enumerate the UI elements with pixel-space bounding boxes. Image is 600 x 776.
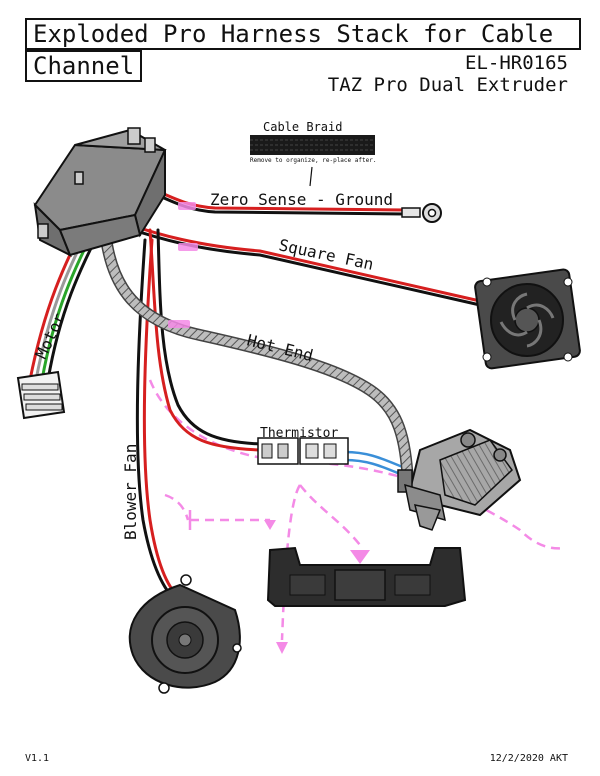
wire-tags xyxy=(168,202,198,328)
title-line-1: Exploded Pro Harness Stack for Cable xyxy=(25,18,581,50)
blower-fan-label: Blower Fan xyxy=(121,444,140,540)
blower-fan xyxy=(128,574,242,694)
ring-terminal xyxy=(401,203,442,223)
zero-sense-label: Zero Sense - Ground xyxy=(210,190,393,209)
cable-braid-note: Remove to organize, re-place after. xyxy=(250,157,376,164)
cable-braid-label: Cable Braid xyxy=(263,120,342,134)
subtitle: TAZ Pro Dual Extruder xyxy=(327,74,568,96)
square-fan xyxy=(474,268,581,370)
wires xyxy=(28,186,482,602)
title-line-2: Channel xyxy=(25,50,143,82)
square-fan-label: Square Fan xyxy=(277,235,375,274)
connector-block xyxy=(33,127,167,258)
motor-connector xyxy=(16,370,66,420)
date-author-label: 12/2/2020 AKT xyxy=(489,753,568,764)
cable-braid-sample: Cable Braid Remove to organize, re-place… xyxy=(250,120,376,187)
assembly-guides xyxy=(148,379,566,641)
guide-arrows xyxy=(264,520,370,654)
mounting-bracket xyxy=(266,546,467,607)
motor-label: Motor xyxy=(31,310,69,362)
version-label: V1.1 xyxy=(25,753,50,764)
hot-end xyxy=(397,428,522,531)
thermistor-label: Thermistor xyxy=(260,426,338,441)
part-number: EL-HR0165 xyxy=(465,52,568,74)
thermistor-connector xyxy=(257,437,349,465)
